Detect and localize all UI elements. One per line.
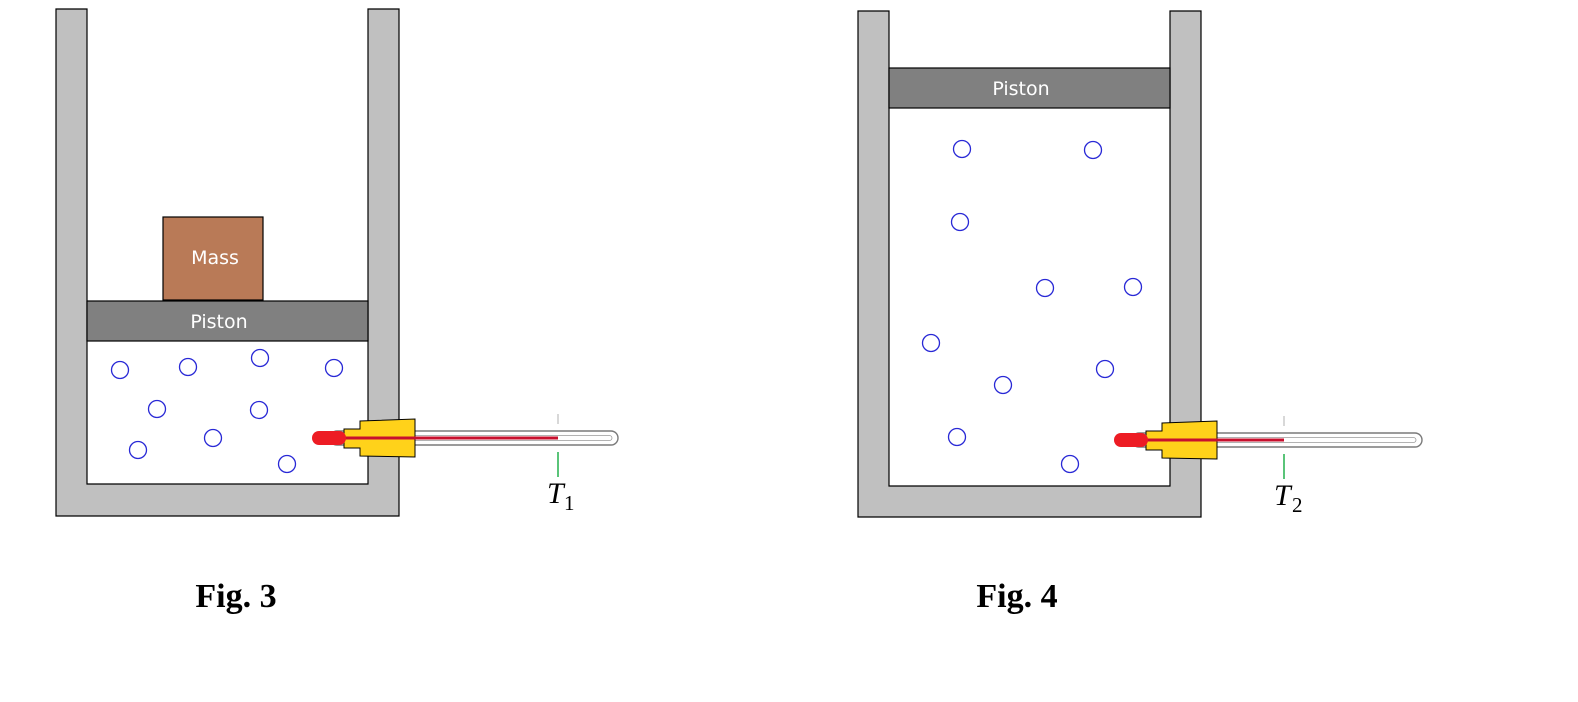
molecule (277, 454, 297, 474)
molecule (178, 357, 198, 377)
temperature-subscript: 1 (564, 491, 575, 515)
piston-3 (86, 300, 369, 342)
temperature-subscript: 2 (1292, 493, 1303, 517)
cylinder-3 (55, 8, 400, 517)
molecule (203, 428, 223, 448)
gas-molecules-3 (110, 348, 344, 474)
gas-molecules-4 (921, 139, 1143, 474)
thermometer-bulb (1114, 433, 1148, 447)
molecule (110, 360, 130, 380)
thermometer-bulb (312, 431, 346, 445)
mass-block (162, 216, 264, 301)
molecule (952, 139, 972, 159)
piston-4-label: Piston (992, 78, 1049, 100)
figure-3: Mass Piston T 1 (55, 8, 619, 615)
molecule (1060, 454, 1080, 474)
molecule (1035, 278, 1055, 298)
thermometer-3: T 1 (312, 414, 619, 515)
figure-caption: Fig. 3 (195, 578, 276, 615)
molecule (947, 427, 967, 447)
molecule (249, 400, 269, 420)
molecule (921, 333, 941, 353)
mass-label: Mass (191, 247, 239, 269)
piston-4 (888, 67, 1171, 109)
cylinder-4 (857, 10, 1202, 518)
figure-caption: Fig. 4 (976, 578, 1057, 615)
figure-4: Piston T 2 Fig. 4 (857, 10, 1423, 615)
molecule (1123, 277, 1143, 297)
molecule (950, 212, 970, 232)
molecule (993, 375, 1013, 395)
piston-3-label: Piston (190, 311, 247, 333)
thermometer-4: T 2 (1114, 416, 1423, 517)
molecule (128, 440, 148, 460)
molecule (324, 358, 344, 378)
molecule (1083, 140, 1103, 160)
temperature-symbol: T (1274, 479, 1293, 512)
temperature-symbol: T (547, 477, 566, 510)
molecule (250, 348, 270, 368)
molecule (147, 399, 167, 419)
molecule (1095, 359, 1115, 379)
